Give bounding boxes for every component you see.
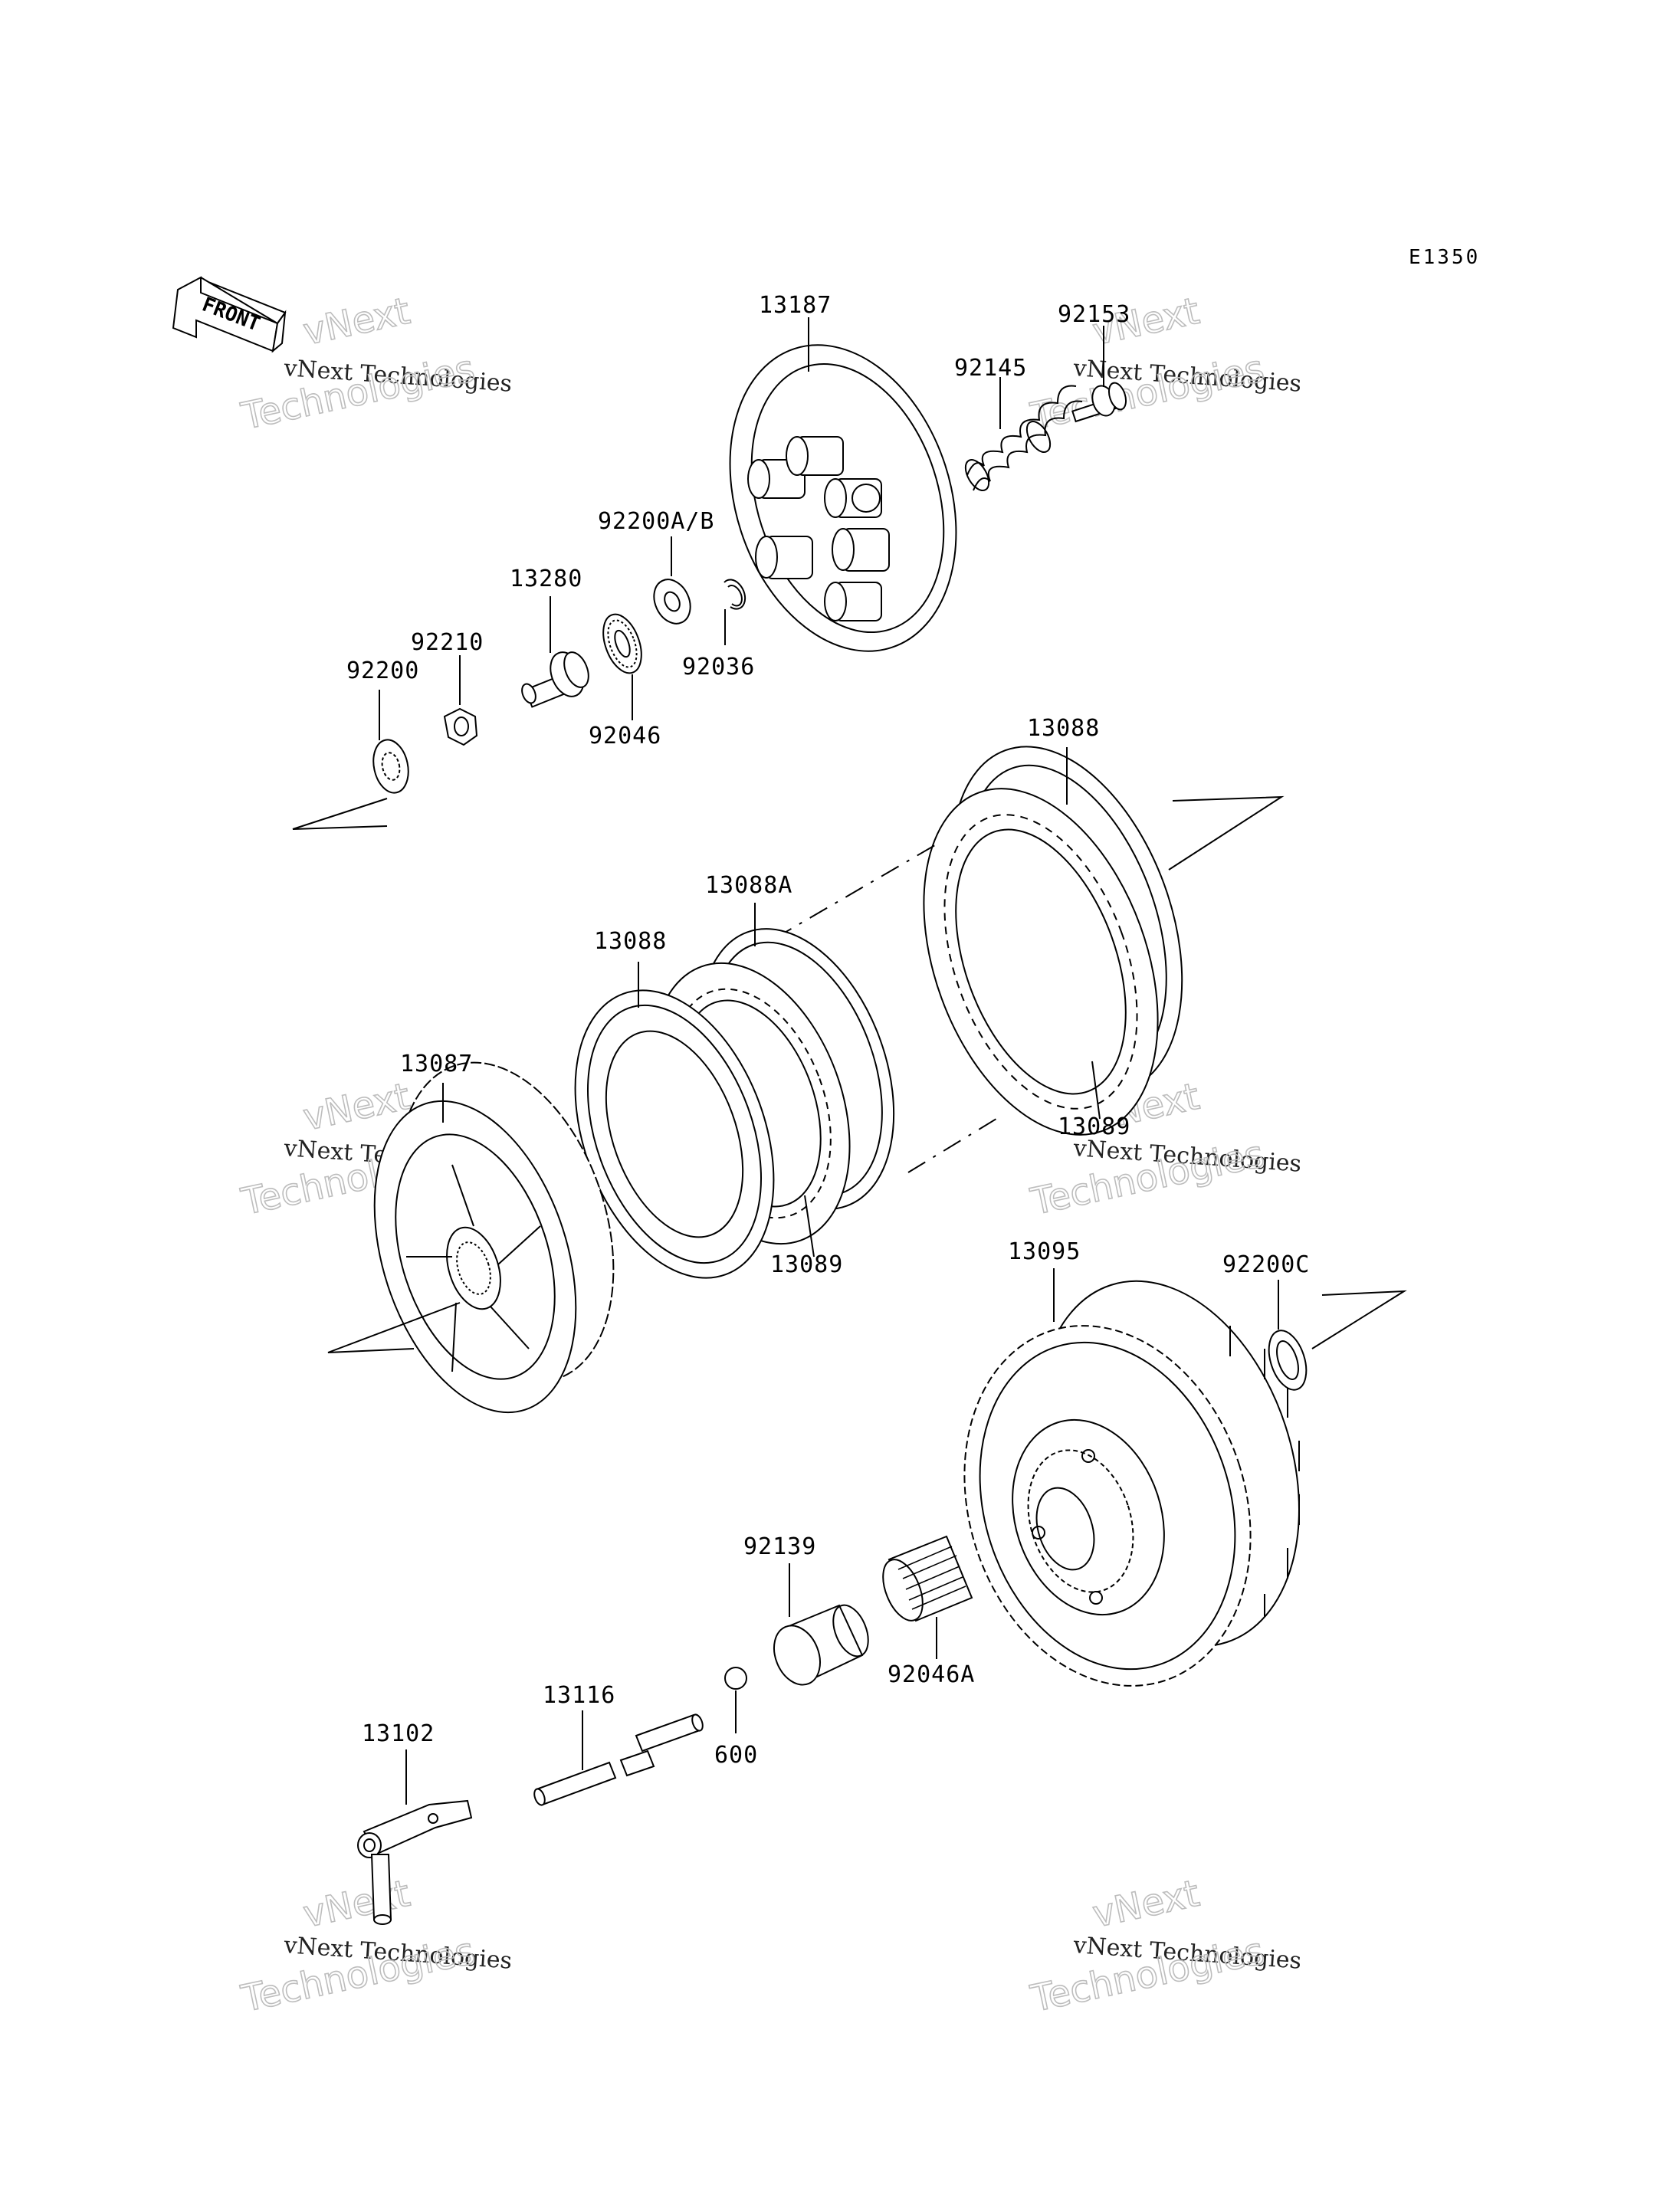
ball-600 (724, 1667, 747, 1690)
thrust-bearing-92046 (602, 613, 642, 674)
clutch-hub-13087 (373, 1061, 615, 1414)
svg-text:vNext: vNext (300, 290, 414, 354)
dash-line-bottom (907, 1118, 997, 1173)
ref-line-13088 (1168, 795, 1285, 871)
steel-plate-13089-right (923, 788, 1159, 1136)
front-arrow-icon: FRONT (172, 276, 287, 353)
part-label-13116: 13116 (543, 1682, 615, 1709)
release-lever-13102 (357, 1799, 473, 1925)
part-label-92200c: 92200C (1222, 1251, 1310, 1278)
washer-92200 (372, 739, 409, 794)
part-label-13089-right: 13089 (1058, 1113, 1130, 1140)
part-label-92036: 92036 (682, 654, 755, 680)
diagram-code: E1350 (1409, 246, 1480, 269)
ref-line-92200 (292, 798, 388, 830)
part-label-13102: 13102 (362, 1720, 435, 1747)
part-label-13187: 13187 (759, 292, 832, 319)
dash-line-top (773, 842, 940, 939)
circlip-92036 (724, 579, 746, 610)
ref-line-13087 (327, 1302, 461, 1353)
part-label-92210: 92210 (411, 629, 484, 656)
bolt-92153 (1071, 382, 1127, 423)
watermark-bottom-right: vNext vNext Technologies Technologies (1026, 1871, 1302, 2022)
part-label-13087: 13087 (400, 1051, 473, 1077)
part-label-92153: 92153 (1058, 301, 1130, 328)
nut-92210 (443, 707, 478, 746)
part-label-92200ab: 92200A/B (598, 508, 715, 535)
needle-bearing-92046a (882, 1535, 973, 1622)
part-label-13088-top: 13088 (1027, 715, 1100, 742)
leader-13089-right (1091, 1061, 1101, 1120)
washer-92200ab (653, 579, 691, 625)
part-label-92139: 92139 (743, 1533, 816, 1560)
sleeve-92139 (773, 1604, 869, 1686)
part-label-92145: 92145 (954, 355, 1027, 382)
part-label-92046: 92046 (589, 723, 661, 749)
part-label-13088a: 13088A (705, 872, 792, 899)
part-label-600: 600 (714, 1742, 758, 1769)
part-label-13280: 13280 (510, 566, 582, 592)
part-label-13089-bottom: 13089 (770, 1251, 843, 1278)
part-label-92200: 92200 (346, 657, 419, 684)
svg-text:vNext: vNext (1089, 1872, 1203, 1936)
part-label-13095: 13095 (1008, 1238, 1081, 1265)
clutch-housing-13095 (963, 1280, 1300, 1687)
svg-text:vNext: vNext (300, 1872, 414, 1936)
part-label-13088-left: 13088 (594, 928, 667, 955)
washer-92200c (1268, 1330, 1308, 1391)
part-label-92046a: 92046A (888, 1661, 975, 1688)
spring-92145 (964, 385, 1083, 491)
pressure-plate-13187 (729, 344, 957, 652)
leader-13089-bottom (804, 1195, 815, 1258)
push-rod-13116 (533, 1713, 704, 1806)
pusher-13280 (521, 651, 589, 708)
ref-line-92200c (1311, 1290, 1407, 1349)
